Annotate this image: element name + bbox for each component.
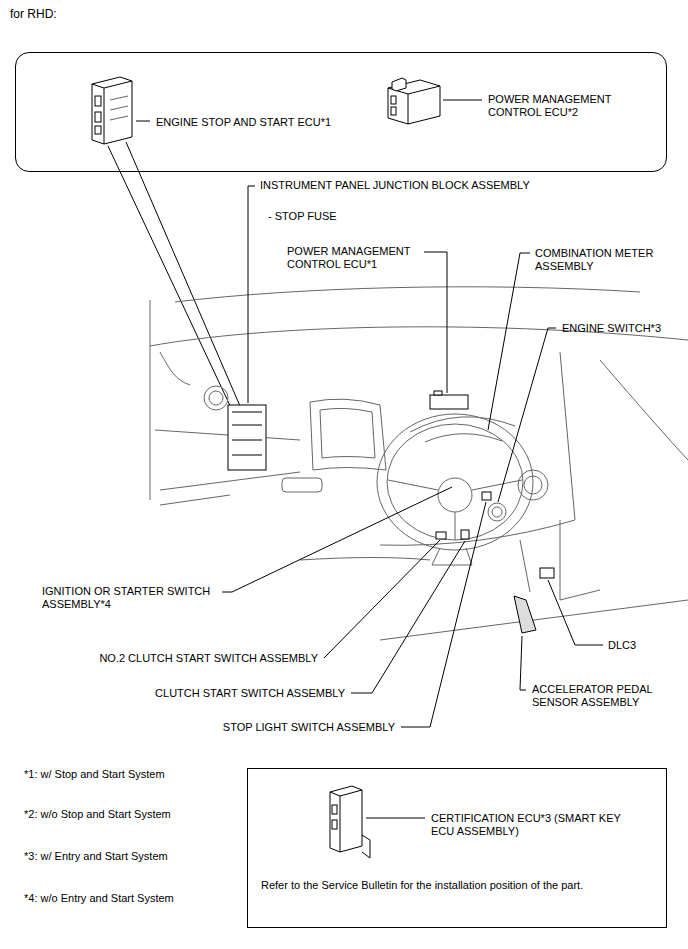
footnote: *2: w/o Stop and Start System (24, 808, 171, 821)
part-label: ENGINE STOP AND START ECU*1 (156, 116, 331, 129)
part-label: IGNITION OR STARTER SWITCH ASSEMBLY*4 (42, 585, 217, 611)
part-label: DLC3 (608, 639, 636, 652)
part-label: CLUTCH START SWITCH ASSEMBLY (155, 687, 345, 700)
part-label: ENGINE SWITCH*3 (562, 322, 661, 335)
part-label: COMBINATION METER ASSEMBLY (535, 247, 680, 273)
part-label: STOP LIGHT SWITCH ASSEMBLY (223, 721, 395, 734)
part-label: Refer to the Service Bulletin for the in… (261, 879, 583, 892)
part-label: POWER MANAGEMENT CONTROL ECU*1 (287, 245, 419, 271)
part-label: CERTIFICATION ECU*3 (SMART KEY ECU ASSEM… (431, 812, 626, 838)
part-label: ACCELERATOR PEDAL SENSOR ASSEMBLY (532, 683, 677, 709)
footnote: *1: w/ Stop and Start System (24, 768, 165, 781)
part-label: INSTRUMENT PANEL JUNCTION BLOCK ASSEMBLY (260, 179, 530, 192)
callout-panel: ENGINE STOP AND START ECU*1 POWER MANAGEM… (15, 52, 667, 172)
part-label: - STOP FUSE (268, 210, 337, 223)
diagram-title: for RHD: (10, 8, 57, 21)
part-label: POWER MANAGEMENT CONTROL ECU*2 (488, 93, 616, 119)
footnote: *3: w/ Entry and Start System (24, 850, 168, 863)
callout-panel: CERTIFICATION ECU*3 (SMART KEY ECU ASSEM… (247, 768, 667, 928)
footnote: *4: w/o Entry and Start System (24, 892, 174, 905)
part-label: NO.2 CLUTCH START SWITCH ASSEMBLY (99, 652, 318, 665)
